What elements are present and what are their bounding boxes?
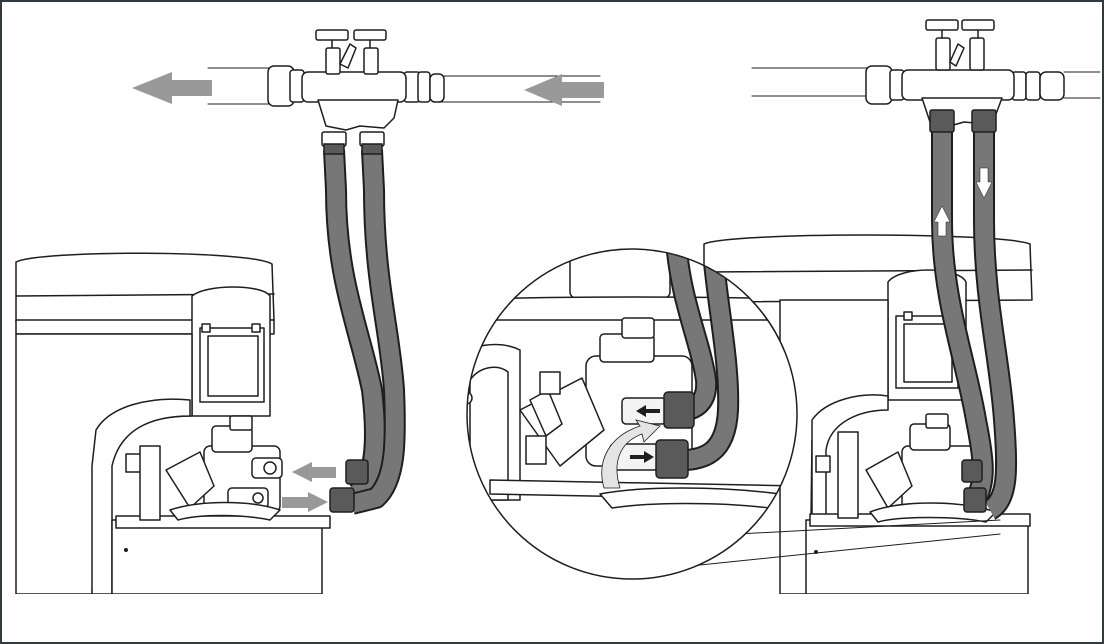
left-bypass-valve-icon xyxy=(301,29,407,131)
right-pipe xyxy=(751,65,1101,105)
hose-up-arrow xyxy=(933,205,951,237)
hose-down-arrow xyxy=(975,167,993,199)
port-out-arrow xyxy=(292,462,336,482)
right-hose-icon xyxy=(929,109,1018,520)
right-bypass-valve-icon xyxy=(901,19,1015,127)
pipe-outflow-arrow xyxy=(132,72,212,104)
pipe-inflow-arrow xyxy=(524,74,604,106)
port-in-arrow xyxy=(282,492,328,512)
left-panel xyxy=(15,29,604,594)
inset-leader-lines xyxy=(689,519,1001,567)
left-water-softener-icon xyxy=(15,252,331,594)
left-pipe xyxy=(207,65,601,107)
left-hose-icon xyxy=(321,131,406,515)
right-panel xyxy=(689,19,1101,594)
